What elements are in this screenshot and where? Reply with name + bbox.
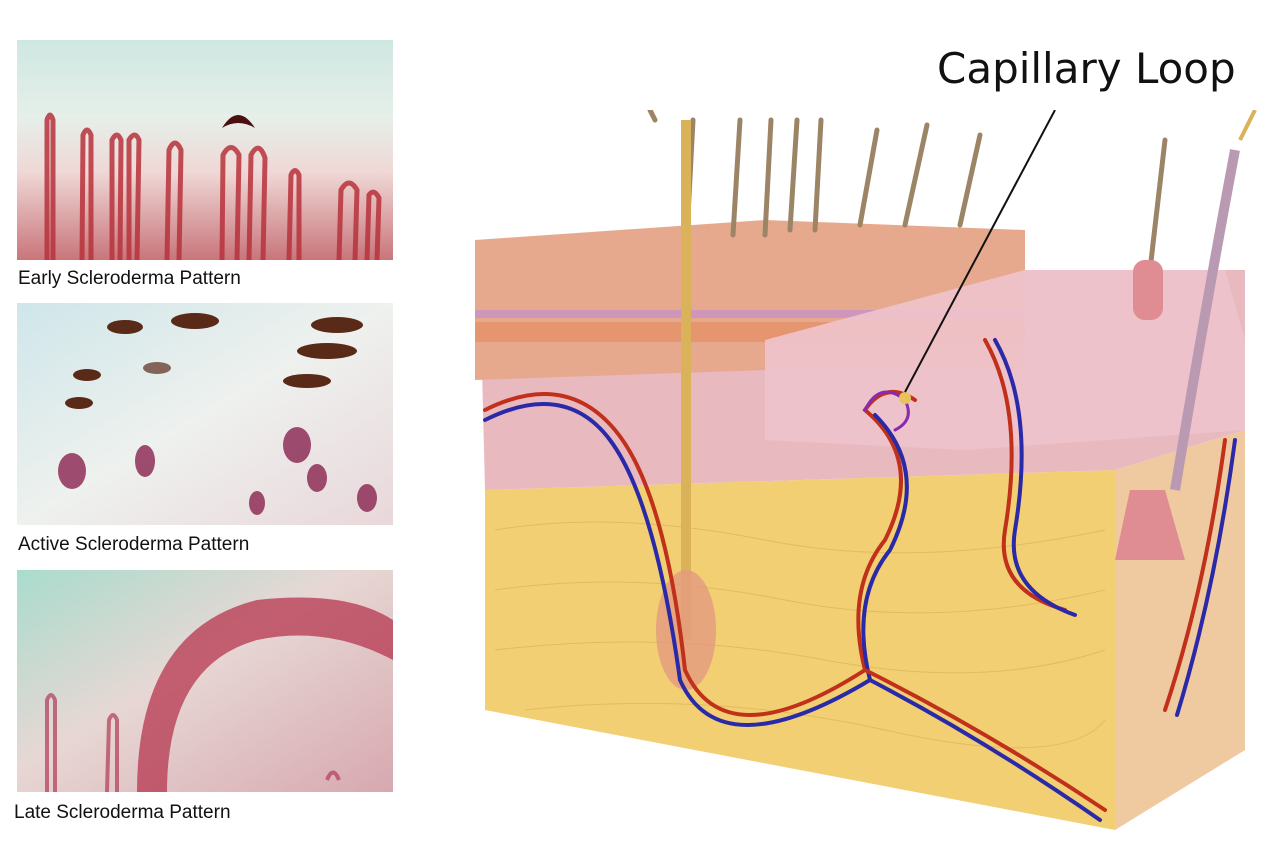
late-pattern-image xyxy=(17,570,393,792)
dark-hemorrhage xyxy=(222,115,255,128)
active-pattern-image xyxy=(17,303,393,525)
hair-shaft xyxy=(681,120,691,640)
skin-cross-section-diagram xyxy=(465,110,1265,830)
subcutaneous-fat xyxy=(485,470,1115,830)
late-pattern-caption: Late Scleroderma Pattern xyxy=(14,802,231,823)
early-pattern-image xyxy=(17,40,393,260)
early-pattern-caption: Early Scleroderma Pattern xyxy=(18,268,241,289)
capillary-loop-label: Capillary Loop xyxy=(937,44,1236,93)
hair-follicle xyxy=(656,570,716,690)
callout-line xyxy=(904,110,1056,393)
active-pattern-caption: Active Scleroderma Pattern xyxy=(18,534,250,555)
capillary-loop-marker xyxy=(899,392,911,404)
